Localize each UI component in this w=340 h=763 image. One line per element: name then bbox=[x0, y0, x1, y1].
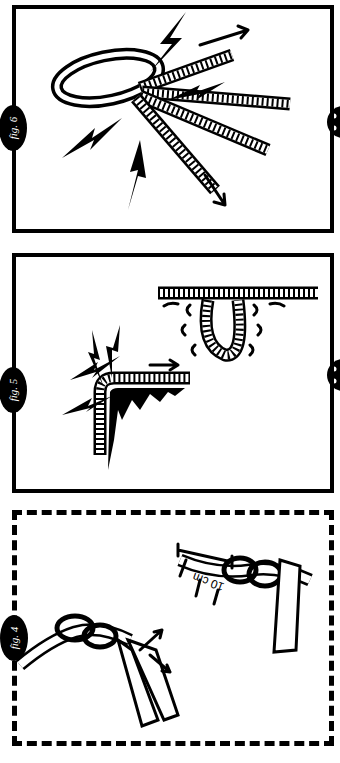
rope bbox=[136, 98, 215, 190]
rope bbox=[206, 300, 240, 355]
figure-panel: fig. 410 cm bbox=[12, 510, 334, 746]
rope bbox=[158, 287, 318, 300]
rope bbox=[158, 289, 318, 297]
rope bbox=[140, 55, 232, 88]
sharp-edge bbox=[108, 388, 185, 470]
lightning-bolt bbox=[88, 330, 104, 388]
rope bbox=[206, 300, 240, 355]
rope bbox=[136, 98, 215, 190]
pull-arrow bbox=[200, 26, 248, 45]
dimension-line bbox=[178, 544, 232, 604]
rope bbox=[136, 98, 215, 190]
lightning-bolt bbox=[62, 396, 112, 415]
knot-arrow bbox=[140, 630, 170, 672]
pull-arrow bbox=[205, 175, 225, 205]
figure-tab: fig. 6 bbox=[0, 105, 27, 151]
lightning-bolt bbox=[70, 356, 120, 380]
lightning-bolt bbox=[106, 325, 120, 378]
rope bbox=[140, 55, 232, 88]
lightning-bolt bbox=[62, 118, 122, 158]
figure-number: fig. 6 bbox=[7, 117, 19, 140]
dimension-label: 10 cm bbox=[191, 570, 227, 594]
pull-arrow bbox=[150, 360, 178, 370]
figure-tab: fig. 5 bbox=[0, 367, 27, 413]
rope bbox=[158, 289, 318, 297]
sling bbox=[274, 560, 300, 652]
figure-tab: fig. 4 bbox=[0, 615, 28, 661]
lightning-bolt bbox=[168, 82, 225, 100]
figure-panel: fig. 6 bbox=[12, 5, 334, 233]
figure-eight-knot bbox=[84, 625, 116, 647]
friction-marks bbox=[164, 303, 284, 355]
lightning-bolt bbox=[128, 140, 146, 210]
figure-eight-knot bbox=[249, 562, 281, 586]
sling bbox=[128, 640, 178, 720]
rope bbox=[206, 300, 240, 355]
rope bbox=[140, 55, 232, 88]
figure-panel: fig. 5 bbox=[12, 253, 334, 493]
figure-number: fig. 5 bbox=[7, 379, 19, 402]
lightning-bolt bbox=[150, 12, 186, 72]
figure-number: fig. 4 bbox=[8, 627, 20, 650]
